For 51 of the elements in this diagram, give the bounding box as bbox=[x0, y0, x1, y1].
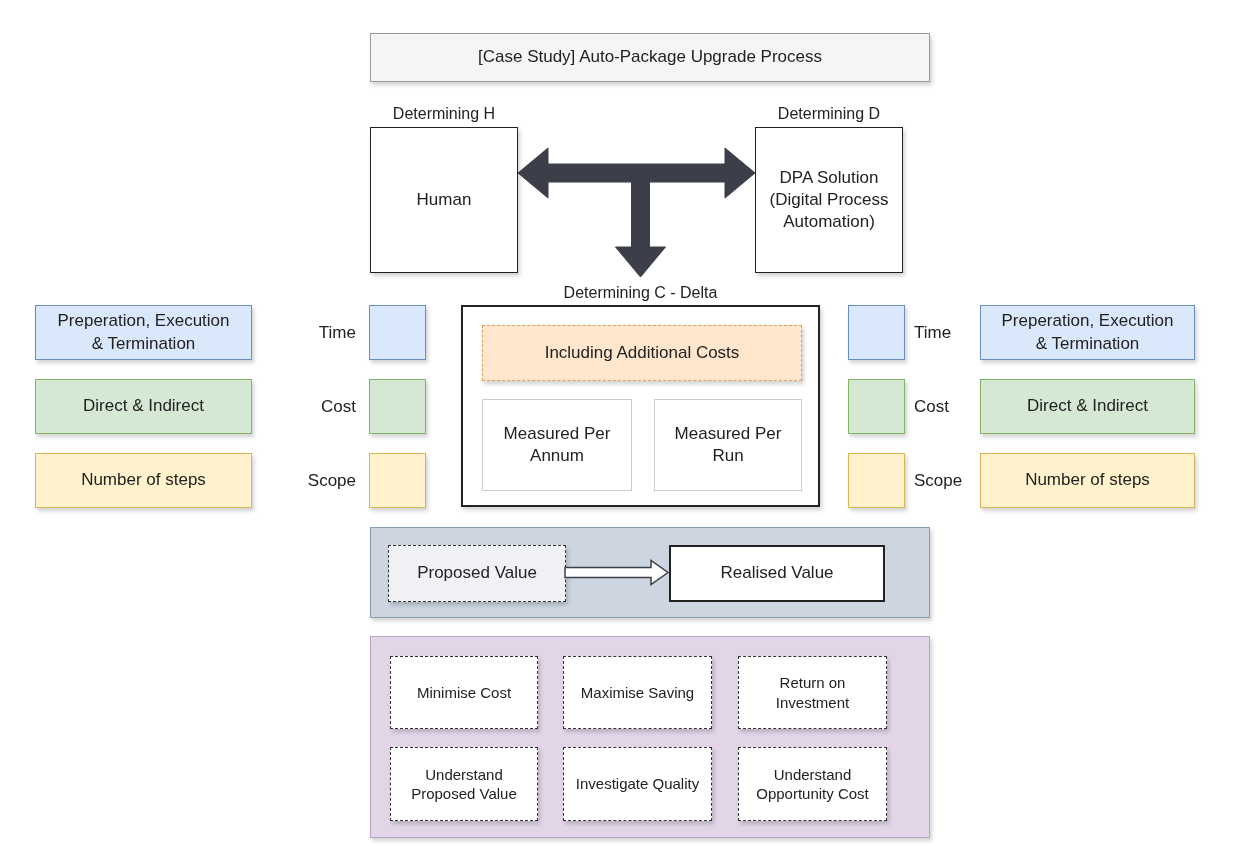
goal-box bbox=[563, 656, 712, 729]
goal-box bbox=[563, 747, 712, 821]
side-label: Time bbox=[318, 322, 356, 343]
value-band bbox=[370, 527, 930, 618]
goal-box bbox=[738, 656, 887, 729]
measure-box bbox=[482, 399, 632, 491]
side-label: Cost bbox=[914, 396, 949, 417]
heading-label: Determining C - Delta bbox=[562, 284, 719, 302]
measure-box bbox=[654, 399, 802, 491]
node-label: Understand Proposed Value bbox=[410, 764, 518, 804]
time-box bbox=[980, 305, 1195, 360]
node-label: Investigate Quality bbox=[574, 774, 701, 794]
heading-label: Determining H bbox=[391, 105, 497, 123]
node-label: Number of steps bbox=[1024, 469, 1151, 492]
cost-box bbox=[35, 379, 252, 434]
node-label: Human bbox=[415, 188, 473, 211]
node-label: Number of steps bbox=[80, 469, 207, 492]
node-label: Realised Value bbox=[719, 562, 835, 585]
node-label: Maximise Saving bbox=[579, 682, 696, 703]
side-label: Scope bbox=[914, 470, 963, 491]
heading-label: Determining D bbox=[776, 105, 882, 123]
goal-box bbox=[390, 656, 538, 729]
goal-box bbox=[738, 747, 887, 821]
time-box bbox=[35, 305, 252, 360]
scope-box bbox=[980, 453, 1195, 508]
node-label: Minimise Cost bbox=[415, 682, 513, 703]
node-label: Preperation, Execution & Termination bbox=[1000, 310, 1175, 355]
scope-box bbox=[35, 453, 252, 508]
node-label: [Case Study] Auto-Package Upgrade Process bbox=[477, 46, 823, 69]
realised-box bbox=[669, 545, 885, 602]
node-label: Measured Per Annum bbox=[502, 422, 612, 467]
node-label: Direct & Indirect bbox=[82, 395, 205, 418]
node-label: Return on Investment bbox=[774, 673, 851, 712]
cost-box bbox=[980, 379, 1195, 434]
node-label: DPA Solution (Digital Process Automation) bbox=[768, 166, 890, 234]
node-label: Measured Per Run bbox=[673, 422, 783, 467]
node-label: Direct & Indirect bbox=[1026, 395, 1149, 418]
goals-band bbox=[370, 636, 930, 838]
node-label: Preperation, Execution & Termination bbox=[56, 310, 231, 355]
side-label: Cost bbox=[321, 396, 356, 417]
node-label: Including Additional Costs bbox=[543, 341, 741, 364]
block-arrow bbox=[517, 147, 756, 199]
side-label: Time bbox=[914, 322, 952, 343]
cost-box bbox=[482, 325, 802, 381]
proposed-box bbox=[388, 545, 566, 602]
goal-box bbox=[390, 747, 538, 821]
side-label: Scope bbox=[307, 470, 356, 491]
block-arrow bbox=[564, 559, 670, 586]
node-label: Understand Opportunity Cost bbox=[755, 764, 870, 804]
title-box bbox=[370, 33, 930, 82]
node-label: Proposed Value bbox=[416, 562, 538, 585]
